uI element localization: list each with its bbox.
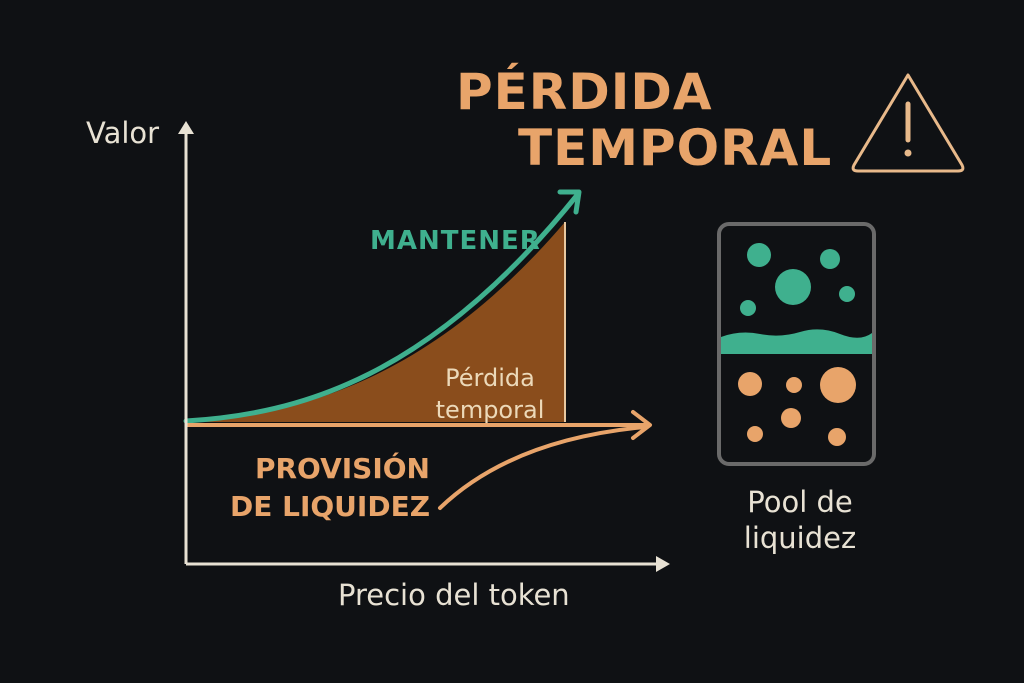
y-axis-label: Valor — [86, 116, 160, 150]
pool-label-line1: Pool de — [747, 485, 853, 519]
loss-label: Pérdida temporal — [420, 362, 560, 426]
warning-triangle-icon — [851, 73, 965, 173]
pool-label: Pool de liquidez — [720, 484, 880, 556]
hold-curve — [183, 191, 581, 424]
loss-label-line1: Pérdida — [445, 364, 535, 392]
loss-area — [186, 222, 565, 422]
lp-pointer-curve — [438, 425, 647, 510]
liquidity-pool-icon — [717, 222, 876, 466]
title-line2: TEMPORAL — [518, 119, 833, 177]
hold-arrowhead-icon — [557, 189, 582, 215]
page-title: PÉRDIDA TEMPORAL — [456, 64, 832, 176]
lp-label-line1: PROVISIÓN — [254, 452, 430, 485]
pool-label-line2: liquidez — [743, 521, 857, 555]
lp-label: PROVISIÓN DE LIQUIDEZ — [230, 450, 430, 526]
lp-label-line2: DE LIQUIDEZ — [230, 490, 431, 523]
y-axis-arrow-icon — [178, 121, 194, 134]
lp-arrowhead-icon — [631, 410, 652, 440]
loss-label-line2: temporal — [435, 396, 545, 424]
x-axis-label: Precio del token — [338, 578, 570, 612]
hold-label: MANTENER — [370, 226, 541, 256]
x-axis-arrow-icon — [656, 556, 670, 572]
title-line1: PÉRDIDA — [456, 63, 713, 121]
